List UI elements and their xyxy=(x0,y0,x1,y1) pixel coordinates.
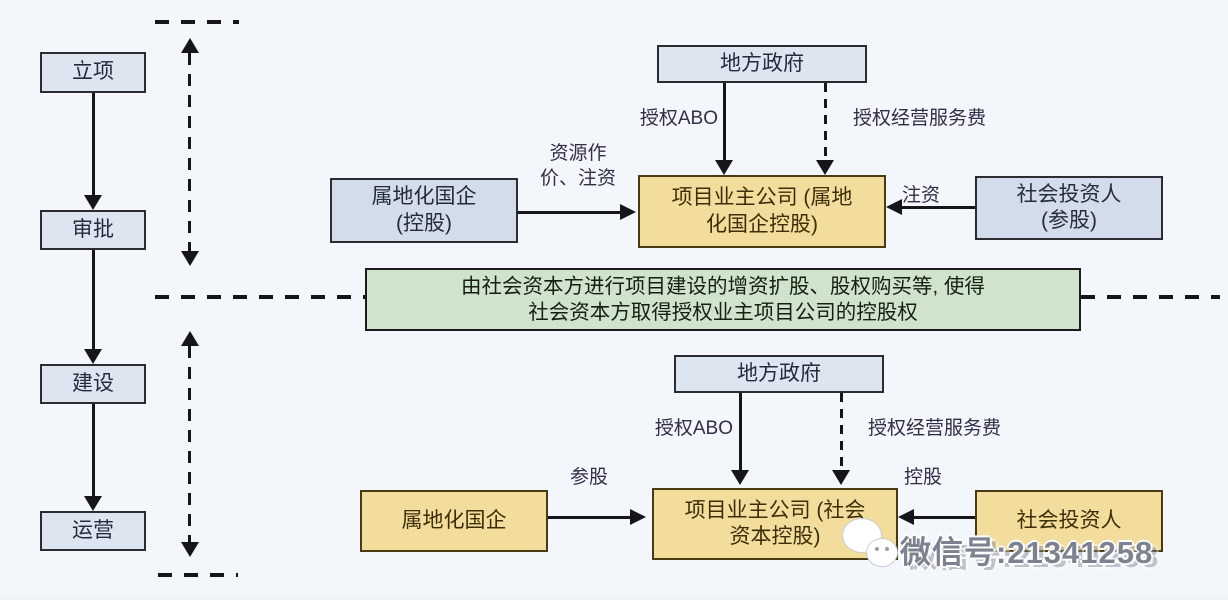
phase2-investor-arrowhead xyxy=(898,509,914,525)
phase1-fee-label: 授权经营服务费 xyxy=(853,108,987,129)
stage-arrow-line-1 xyxy=(92,93,95,195)
phase2-abo-arrow-line xyxy=(739,393,742,470)
phase1-soe-box: 属地化国企 (控股) xyxy=(330,178,518,243)
phase1-soe-arrowhead xyxy=(620,204,636,220)
phase2-fee-label: 授权经营服务费 xyxy=(868,418,1002,439)
phase1-abo-arrowhead xyxy=(715,160,733,175)
phase-divider-bottom xyxy=(158,573,238,577)
wechat-bubble-dot xyxy=(885,547,889,551)
wechat-bubble-dot xyxy=(875,547,879,551)
stage-label: 运营 xyxy=(72,518,114,542)
phase2-cangu-label: 参股 xyxy=(570,467,609,488)
phase2-government-box: 地方政府 xyxy=(674,355,884,393)
phase2-soe-arrowhead xyxy=(630,509,646,525)
owner-label-line2: 化国企控股) xyxy=(706,212,818,236)
phase-divider-top xyxy=(155,20,239,24)
phase2-investor-arrow-line xyxy=(914,516,975,519)
resource-label-line1: 资源作 xyxy=(549,143,607,164)
stage-label: 立项 xyxy=(72,60,114,84)
investor-label-line2: (参股) xyxy=(1041,209,1097,232)
phase2-fee-dashed-line xyxy=(840,393,843,470)
phase2-abo-arrowhead xyxy=(731,470,749,485)
soe-label: 属地化国企 xyxy=(401,508,507,532)
stage-box-lixiang: 立项 xyxy=(40,52,146,93)
wechat-icon xyxy=(838,514,902,572)
soe-label-line1: 属地化国企 xyxy=(371,185,477,209)
phase1-span-arrowhead-down xyxy=(181,251,199,266)
stage-box-shenpi: 审批 xyxy=(40,210,146,250)
phase1-soe-arrow-line xyxy=(518,211,620,214)
transition-line1: 由社会资本方进行项目建设的增资扩股、股权购买等, 使得 xyxy=(461,274,985,298)
phase-divider-middle-right xyxy=(1081,295,1220,299)
owner-label-line1: 项目业主公司 (社会 xyxy=(684,498,866,522)
phase1-owner-box: 项目业主公司 (属地 化国企控股) xyxy=(638,175,886,248)
stage-arrow-line-2 xyxy=(92,250,95,349)
phase1-span-arrowhead-up xyxy=(181,38,199,53)
stage-box-jianshe: 建设 xyxy=(40,364,146,404)
stage-arrow-line-3 xyxy=(92,404,95,496)
wechat-bubble-small xyxy=(866,538,898,567)
stage-label: 建设 xyxy=(72,371,114,395)
transition-note-box: 由社会资本方进行项目建设的增资扩股、股权购买等, 使得 社会资本方取得授权业主项… xyxy=(365,268,1081,331)
phase1-abo-label: 授权ABO xyxy=(639,108,718,129)
phase2-span-arrowhead-down xyxy=(181,542,199,557)
phase1-fee-arrowhead xyxy=(816,160,834,175)
resource-label-line2: 价、注资 xyxy=(539,167,616,189)
phase1-invest-label: 注资 xyxy=(902,185,941,206)
stage-arrowhead-2 xyxy=(84,349,102,364)
owner-label-line2: 资本控股) xyxy=(729,525,821,548)
phase2-konggu-label: 控股 xyxy=(904,467,943,488)
transition-line2: 社会资本方取得授权业主项目公司的控股权 xyxy=(528,300,918,324)
phase2-abo-label: 授权ABO xyxy=(654,418,733,439)
phase2-span-arrowhead-up xyxy=(181,331,199,346)
government-label: 地方政府 xyxy=(720,51,804,75)
phase1-span-dashed-line xyxy=(188,53,191,251)
investor-label: 社会投资人 xyxy=(1016,508,1122,532)
phase1-investor-arrow-line xyxy=(902,206,975,209)
phase1-fee-dashed-line xyxy=(824,83,827,160)
phase2-investor-box: 社会投资人 xyxy=(975,490,1163,552)
phase1-investor-box: 社会投资人 (参股) xyxy=(975,176,1163,240)
phase2-fee-arrowhead xyxy=(832,470,850,485)
government-label: 地方政府 xyxy=(737,361,821,385)
phase1-government-box: 地方政府 xyxy=(657,45,867,83)
stage-label: 审批 xyxy=(72,217,114,241)
stage-arrowhead-3 xyxy=(84,496,102,511)
soe-label-line2: (控股) xyxy=(396,211,452,235)
phase1-abo-arrow-line xyxy=(723,83,726,160)
owner-label-line1: 项目业主公司 (属地 xyxy=(671,186,853,210)
phase-divider-middle-left xyxy=(155,295,367,299)
stage-arrowhead-1 xyxy=(84,195,102,210)
investor-label-line1: 社会投资人 xyxy=(1016,182,1122,206)
phase1-investor-arrowhead xyxy=(886,199,902,215)
phase2-span-dashed-line xyxy=(188,346,191,542)
watermark-text-ghost: 微信号:21341258 xyxy=(906,539,1160,574)
watermark-text: 微信号:21341258 xyxy=(900,535,1154,570)
phase2-soe-box: 属地化国企 xyxy=(360,490,548,552)
phase1-resource-label: 资源作 价、注资 xyxy=(520,142,636,191)
stage-box-yunying: 运营 xyxy=(40,511,146,551)
phase2-soe-arrow-line xyxy=(548,516,630,519)
